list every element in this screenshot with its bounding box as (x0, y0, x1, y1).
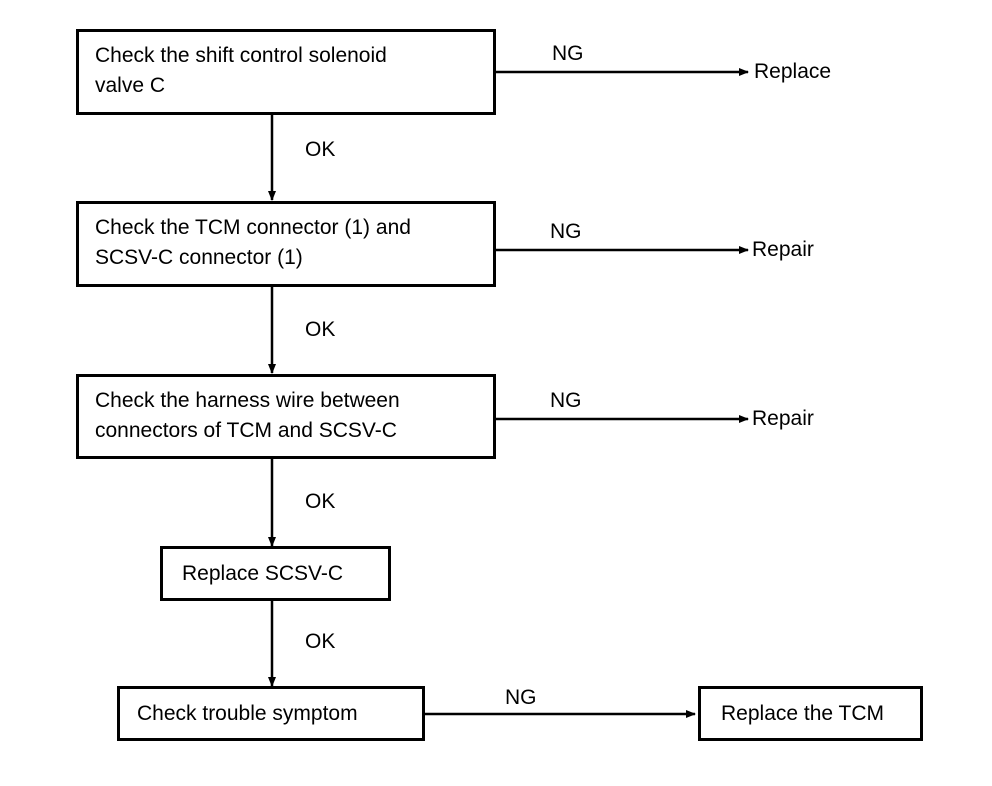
ok-label-2: OK (305, 318, 336, 341)
ng-label-1: NG (552, 42, 584, 65)
ok-label-4: OK (305, 630, 336, 653)
step-check-connectors-text: Check the TCM connector (1) and SCSV-C c… (95, 216, 411, 269)
ng-label-5: NG (505, 686, 537, 709)
ng-label-2: NG (550, 220, 582, 243)
ok-label-1: OK (305, 138, 336, 161)
step-check-harness-wire-text: Check the harness wire between connector… (95, 389, 400, 442)
result-replace: Replace (754, 60, 832, 83)
step-check-connectors (76, 201, 496, 287)
ng-label-3: NG (550, 389, 582, 412)
step-check-trouble-symptom (117, 686, 425, 741)
step-replace-tcm (698, 686, 923, 741)
step-check-solenoid-valve-text: Check the shift control solenoid valve C (95, 44, 387, 97)
result-repair-1: Repair (752, 238, 814, 261)
step-check-solenoid-valve (76, 29, 496, 115)
ok-label-3: OK (305, 490, 336, 513)
step-replace-scsv-c (160, 546, 391, 601)
step-replace-scsv-c-text: Replace SCSV-C (182, 562, 344, 585)
step-replace-tcm-text: Replace the TCM (721, 702, 885, 725)
step-check-trouble-symptom-text: Check trouble symptom (137, 702, 358, 725)
result-repair-2: Repair (752, 407, 814, 430)
step-check-harness-wire (76, 374, 496, 459)
